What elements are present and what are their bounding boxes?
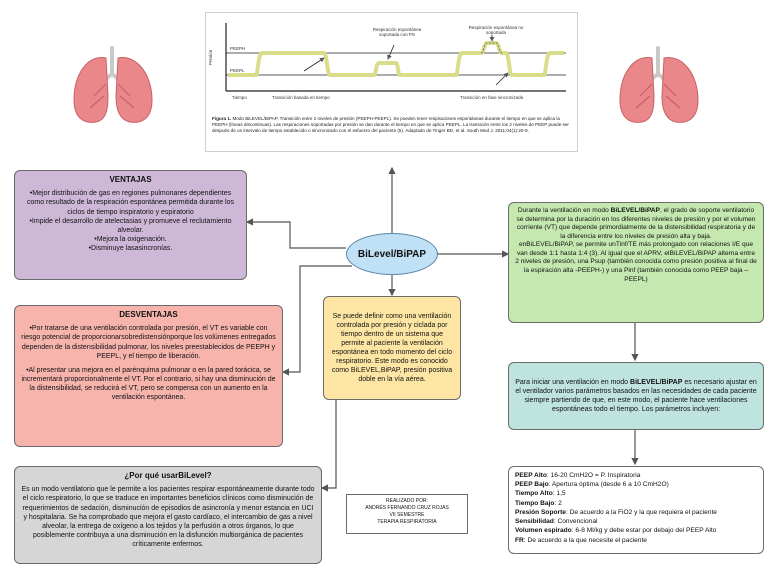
parametro-row: Presión Soporte: De acuerdo a la FiO2 y … xyxy=(515,508,757,517)
parametro-value: : Apertura óptima (desde 6 a 10 CmH2O) xyxy=(548,481,669,489)
funcionamiento-text-a: Durante la ventilación en modo xyxy=(517,207,611,214)
y-axis-label: Presión xyxy=(208,49,213,65)
parametro-row: PEEP Bajo: Apertura óptima (desde 6 a 10… xyxy=(515,480,757,489)
funcionamiento-text-c: , el grado de soporte ventilatorio se de… xyxy=(516,207,756,240)
definicion-box: Se puede definir como una ventilación co… xyxy=(323,296,461,400)
credits-author: ANDRÉS FERNANDO CRUZ ROJAS xyxy=(365,505,449,511)
parametro-row: Volumen espirado: 6-8 Ml/kg y debe estar… xyxy=(515,526,757,535)
time-label: Tiempo xyxy=(232,95,247,100)
desventajas-item: •Por tratarse de una ventilación control… xyxy=(21,325,276,360)
ventajas-item: •Mejora la oxigenación. xyxy=(94,235,167,243)
peeph-label: PEEPH xyxy=(230,46,246,51)
porque-title: ¿Por qué usarBiLevel? xyxy=(124,471,212,480)
parametro-label: PEEP Bajo xyxy=(515,481,549,489)
pressure-waveform-figure: Presión PEEPH PEEPL Tiempo Transición ba… xyxy=(205,12,578,152)
desventajas-box: DESVENTAJAS •Por tratarse de una ventila… xyxy=(14,305,283,447)
credits-line: REALIZADO POR: xyxy=(386,498,428,504)
pressure-waveform-plot xyxy=(225,23,566,92)
desventajas-item: •Al presentar una mejora en el parénquim… xyxy=(21,366,276,402)
parametro-row: Sensibilidad: Convencional xyxy=(515,517,757,526)
figure-caption: Figura 1. Modo BiLEVEL/BiPAP. Transición… xyxy=(212,116,572,135)
center-node-label: BiLevel/BiPAP xyxy=(357,248,427,260)
porque-text: Es un modo ventilatorio que le permite a… xyxy=(21,486,315,548)
parametro-label: Presión Soporte xyxy=(515,508,566,516)
parametros-box: PEEP Alto: 16-20 CmH2O = P. Inspiratoria… xyxy=(508,466,764,554)
lungs-left-icon xyxy=(73,46,153,123)
credits-line: VII SEMESTRE xyxy=(389,512,425,518)
inicio-text-c: es necesario ajustar en el ventilador va… xyxy=(515,378,757,414)
ventajas-box: VENTAJAS •Mejor distribución de gas en r… xyxy=(14,170,247,280)
credits-line: TERAPIA RESPIRATORIA xyxy=(377,519,437,525)
funcionamiento-text: Durante la ventilación en modo BiLEVEL/B… xyxy=(515,207,757,241)
peepl-label: PEEPL xyxy=(230,68,245,73)
parametro-value: : De acuerdo a la FiO2 y la que requiera… xyxy=(565,508,717,516)
ventajas-item: •Disminuye lasasincronías. xyxy=(88,244,173,252)
lungs-right-icon xyxy=(619,46,699,123)
annotation-spontaneous-supported: Respiración espontánea soportada con PS xyxy=(372,27,422,37)
parametro-label: FR xyxy=(515,536,524,544)
desventajas-title: DESVENTAJAS xyxy=(119,310,178,319)
center-node-bilevel: BiLevel/BiPAP xyxy=(346,233,438,275)
figure-caption-text: Modo BiLEVEL/BiPAP. Transición entre 2 n… xyxy=(212,116,569,134)
definicion-text: Se puede definir como una ventilación co… xyxy=(331,312,453,384)
inicio-text-a: Para iniciar una ventilación en modo xyxy=(515,378,631,386)
parametro-value: : De acuerdo a la que necesite el pacien… xyxy=(523,536,647,544)
annotation-spontaneous-unsupported: Respiración espontánea no soportada xyxy=(468,25,524,35)
inicio-mode: BiLEVEL/BiPAP xyxy=(630,378,683,386)
parametro-row: PEEP Alto: 16-20 CmH2O = P. Inspiratoria xyxy=(515,471,757,480)
inicio-text: Para iniciar una ventilación en modo BiL… xyxy=(515,378,757,414)
parametro-label: Tiempo Alto xyxy=(515,490,553,498)
figure-caption-label: Figura 1. xyxy=(212,116,232,121)
parametro-value: : Convencional xyxy=(553,518,598,526)
parametro-label: PEEP Alto xyxy=(515,472,547,479)
funcionamiento-mode: BiLEVEL/BiPAP xyxy=(610,207,660,214)
annotation-synchronized-transition: Transición en fase sincronizada xyxy=(460,95,524,100)
parametro-value: : 1,5 xyxy=(552,490,566,498)
ventajas-item: •Mejor distribución de gas en regiones p… xyxy=(26,190,234,216)
ventajas-title: VENTAJAS xyxy=(109,175,152,184)
credits-box: REALIZADO POR: ANDRÉS FERNANDO CRUZ ROJA… xyxy=(346,494,468,534)
parametro-value: : 6-8 Ml/kg y debe estar por debajo del … xyxy=(571,527,717,535)
parametro-row: FR: De acuerdo a la que necesite el paci… xyxy=(515,536,757,545)
annotation-time-transition: Transición basada en tiempo xyxy=(272,95,330,100)
funcionamiento-text-d: enBiLEVEL/BiPAP, se permite unTinf/TE má… xyxy=(515,241,757,283)
funcionamiento-box: Durante la ventilación en modo BiLEVEL/B… xyxy=(508,202,764,323)
parametro-row: Tiempo Alto: 1,5 xyxy=(515,489,757,498)
inicio-box: Para iniciar una ventilación en modo BiL… xyxy=(508,362,764,430)
porque-box: ¿Por qué usarBiLevel? Es un modo ventila… xyxy=(14,466,322,564)
parametro-row: Tiempo Bajo: 2 xyxy=(515,499,757,508)
parametro-value: : 16-20 CmH2O = P. Inspiratoria xyxy=(546,472,641,479)
parametro-label: Tiempo Bajo xyxy=(515,499,555,507)
parametro-value: : 2 xyxy=(554,499,562,507)
parametro-label: Sensibilidad xyxy=(515,518,554,526)
parametro-label: Volumen espirado xyxy=(515,527,572,535)
ventajas-item: •Impide el desarrollo de atelectasias y … xyxy=(29,217,232,234)
